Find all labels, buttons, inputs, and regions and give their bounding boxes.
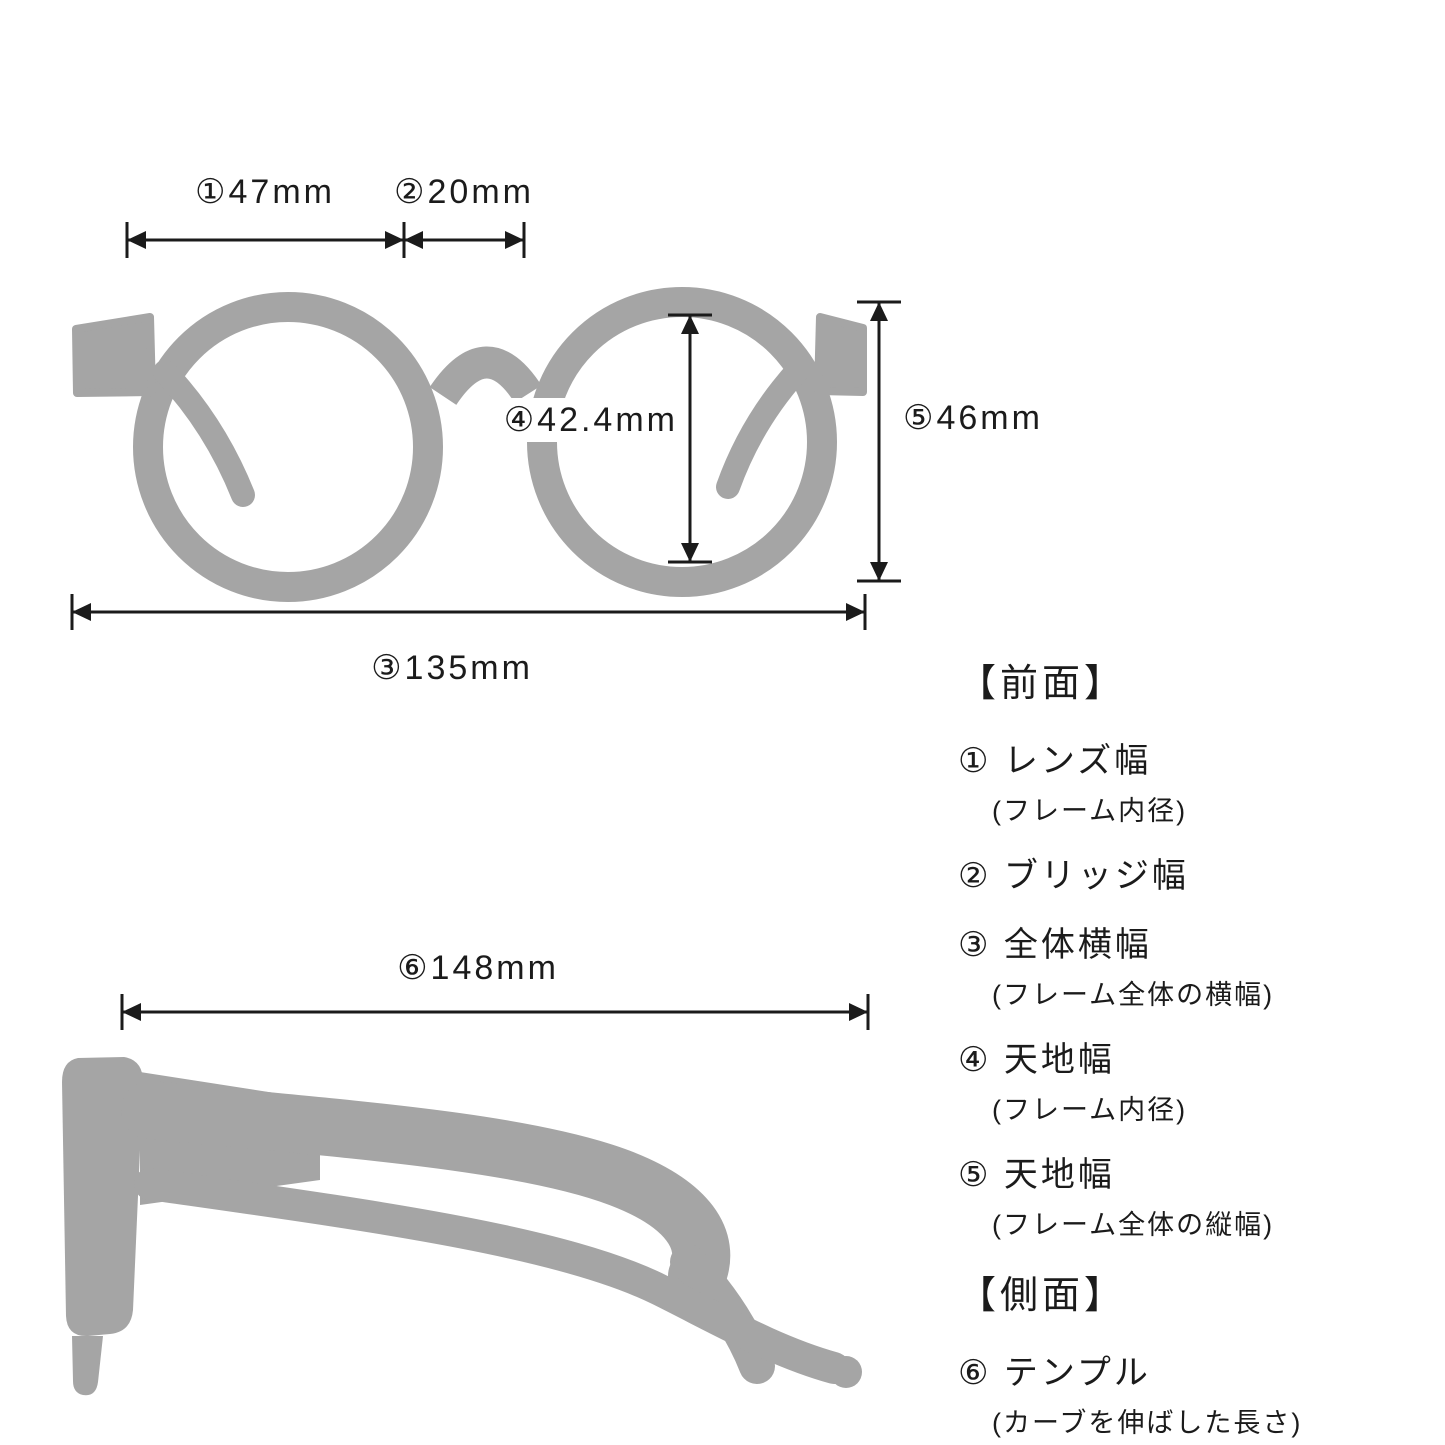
legend-item-label: ③ 全体横幅 — [958, 926, 1152, 964]
dim-lens-width-label: ①47mm — [195, 173, 335, 211]
dim-lens-width-arrow — [125, 222, 406, 258]
dim-temple-length-label: ⑥148mm — [397, 949, 559, 987]
dim-frame-height-label: ⑤46mm — [903, 399, 1043, 437]
front-view-silhouette — [72, 287, 867, 602]
side-temple-far — [134, 1168, 850, 1384]
dim-total-width-arrow — [70, 594, 867, 630]
side-temple-near — [121, 1081, 731, 1305]
dim-bridge-width-arrow — [404, 222, 526, 258]
dim-temple-length-arrow — [120, 994, 870, 1030]
side-temple-far-tip — [830, 1356, 862, 1388]
left-lens-rim — [133, 292, 443, 602]
bridge — [429, 346, 542, 406]
dim-total-width-label: ③135mm — [371, 649, 533, 687]
legend-item-lens-height: ④ 天地幅 (フレーム内径) — [958, 1032, 1438, 1127]
legend-item-note: (フレーム内径) — [992, 1095, 1188, 1125]
legend-item-label: ⑥ テンプル — [958, 1354, 1151, 1392]
legend-item-label: ② ブリッジ幅 — [958, 857, 1189, 895]
legend-item-temple-length: ⑥ テンプル (カーブを伸ばした長さ) — [958, 1345, 1438, 1440]
dim-lens-height-arrow — [668, 313, 712, 564]
right-endpiece — [814, 313, 867, 396]
legend-item-bridge-width: ② ブリッジ幅 — [958, 848, 1438, 897]
left-temple-folded — [153, 360, 255, 507]
legend-front-title: 【前面】 — [958, 663, 1127, 705]
legend-side-title: 【側面】 — [958, 1275, 1127, 1317]
dimension-lines — [70, 222, 901, 1030]
legend: 【前面】 ① レンズ幅 (フレーム内径) ② ブリッジ幅 ③ 全体横幅 (フレー… — [958, 652, 1438, 1445]
left-endpiece — [72, 313, 156, 397]
dim-bridge-width-label: ②20mm — [394, 173, 534, 211]
side-view-silhouette — [62, 1057, 862, 1396]
right-temple-folded — [716, 356, 812, 499]
dim-lens-height-label: ④42.4mm — [495, 398, 686, 442]
legend-item-label: ① レンズ幅 — [958, 742, 1152, 780]
legend-item-note: (フレーム全体の縦幅) — [992, 1210, 1275, 1240]
legend-item-total-width: ③ 全体横幅 (フレーム全体の横幅) — [958, 917, 1438, 1012]
right-lens-rim — [527, 287, 837, 597]
dim-frame-height-arrow — [857, 300, 901, 583]
legend-item-note: (カーブを伸ばした長さ) — [992, 1408, 1303, 1438]
legend-item-note: (フレーム全体の横幅) — [992, 980, 1275, 1010]
side-front-rim — [62, 1057, 143, 1337]
legend-item-note: (フレーム内径) — [992, 796, 1188, 826]
side-rim-bottom — [72, 1336, 103, 1396]
legend-item-label: ⑤ 天地幅 — [958, 1156, 1115, 1194]
legend-item-lens-width: ① レンズ幅 (フレーム内径) — [958, 733, 1438, 828]
legend-item-frame-height: ⑤ 天地幅 (フレーム全体の縦幅) — [958, 1147, 1438, 1242]
legend-item-label: ④ 天地幅 — [958, 1041, 1115, 1079]
